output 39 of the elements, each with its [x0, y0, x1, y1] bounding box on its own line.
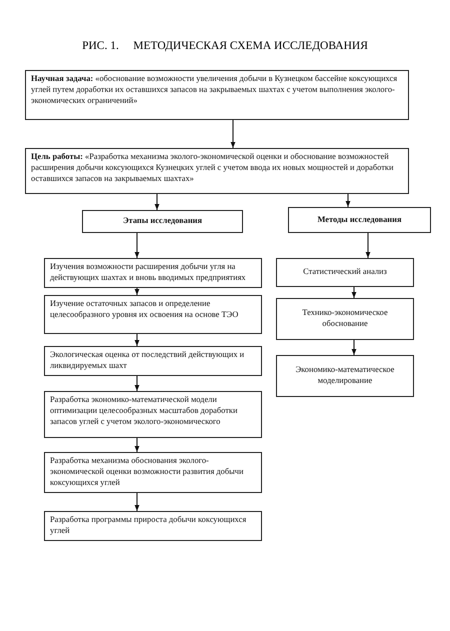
box-text: Методы исследования — [317, 214, 402, 226]
arrow — [230, 120, 236, 148]
box-text: Разработка механизма обоснования эколого-экономической оценки возможности развития добычи коксующихся углей — [50, 456, 244, 487]
process-box — [44, 391, 262, 438]
box-text: Научная задача: «обоснование возможности увеличения добычи в Кузнецком бассейне коксующихся углей путем доработки их оставшихся запасов на закрываемых шахтах с учетом выполнения эколого-экономических ограничений» — [31, 74, 398, 105]
arrow — [134, 375, 140, 392]
process-box — [44, 295, 262, 334]
arrow — [366, 232, 370, 258]
box-text: Технико-экономическое обоснование — [301, 308, 389, 330]
arrow — [134, 492, 140, 512]
arrow — [134, 287, 140, 296]
box-text: Этапы исследования — [122, 216, 202, 227]
process-box — [25, 148, 409, 194]
process-box — [44, 346, 262, 376]
box-text: Статистический анализ — [303, 267, 387, 278]
arrow — [134, 232, 140, 258]
process-box — [276, 258, 414, 287]
process-box — [276, 298, 414, 340]
process-box — [44, 258, 262, 288]
arrow — [346, 194, 350, 208]
box-text: Изучения возможности расширения добычи угля на действующих шахтах и вновь вводимых предприятиях — [50, 262, 246, 282]
process-box — [288, 207, 431, 233]
box-text: Экологическая оценка от последствий действующих и ликвидируемых шахт — [50, 350, 244, 370]
arrow — [352, 340, 356, 356]
arrow — [352, 286, 356, 298]
process-box — [82, 210, 243, 233]
arrow — [154, 194, 160, 210]
process-box — [276, 355, 414, 397]
box-text: Цель работы: «Разработка механизма эколого-экономической оценки и обоснование возможностей расширения добычи коксующихся Кузнецких углей с учетом ввода их новых мощностей и доработки оставшихся запасов на закрываемых шахтах» — [31, 152, 394, 183]
arrow — [134, 334, 140, 346]
process-box — [25, 70, 409, 120]
box-text: Изучение остаточных запасов и определение целесообразного уровня их освоения на основе ТЭО — [50, 299, 238, 319]
arrow — [134, 438, 140, 452]
diagram-title: РИС. 1. МЕТОДИЧЕСКАЯ СХЕМА ИССЛЕДОВАНИЯ — [81, 40, 369, 52]
process-box — [44, 511, 262, 541]
box-text: Экономико-математическое моделирование — [294, 365, 396, 387]
box-text: Разработка программы прироста добычи коксующихся углей — [50, 515, 246, 535]
process-box — [44, 452, 262, 493]
box-text: Разработка экономико-математической модели оптимизации целесообразных масштабов доработки запасов углей с учетом эколого-экономического — [50, 395, 238, 426]
